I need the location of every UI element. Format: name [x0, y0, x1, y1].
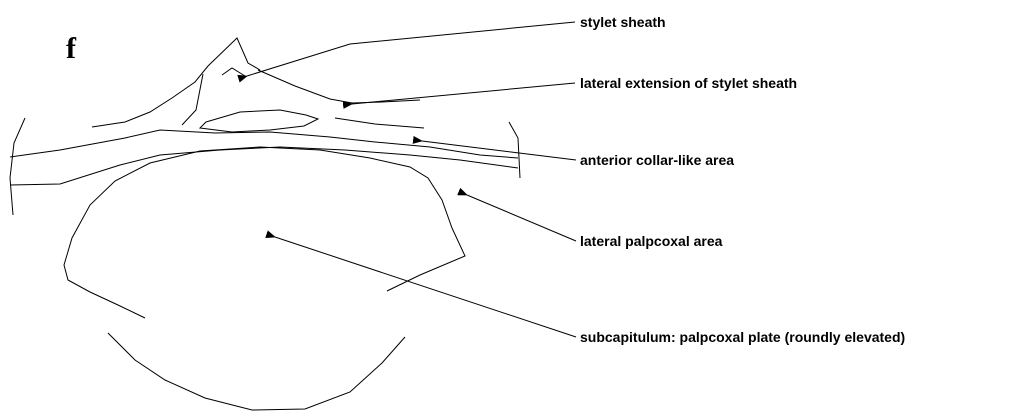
label-subcapitulum: subcapitulum: palpcoxal plate (roundly e…	[580, 329, 905, 345]
collar-upper-line	[9, 129, 519, 159]
label-anterior-collar: anterior collar-like area	[580, 152, 734, 168]
label-lateral-extension: lateral extension of stylet sheath	[580, 75, 797, 91]
leader-subcapitulum	[265, 230, 577, 338]
label-stylet-sheath: stylet sheath	[580, 14, 666, 30]
leader-stylet-sheath	[237, 21, 576, 83]
stylet-sheath-top-stroke	[221, 67, 246, 77]
leader-anterior-collar	[412, 135, 577, 161]
label-lateral-palpcoxal: lateral palpcoxal area	[580, 233, 723, 249]
lens-element	[198, 109, 320, 133]
leader-lateral-palpcoxal	[457, 187, 577, 242]
panel-letter: f	[66, 32, 77, 65]
lateral-extension-line	[257, 69, 421, 104]
leader-lateral-extension	[342, 82, 576, 109]
right-edge-stroke	[508, 121, 521, 179]
callout-labels: stylet sheath lateral extension of style…	[580, 14, 905, 345]
collar-lower-line	[9, 146, 519, 186]
stylet-sheath-inner-stroke	[181, 73, 204, 126]
palpcoxal-plate-lower	[107, 332, 406, 411]
stylet-sheath-outline	[91, 37, 261, 128]
left-edge-stroke	[9, 117, 26, 216]
palpcoxal-plate-upper	[63, 146, 466, 319]
specimen-outline	[9, 37, 521, 411]
anterior-short-stroke	[334, 117, 425, 129]
leader-lines	[237, 21, 577, 338]
